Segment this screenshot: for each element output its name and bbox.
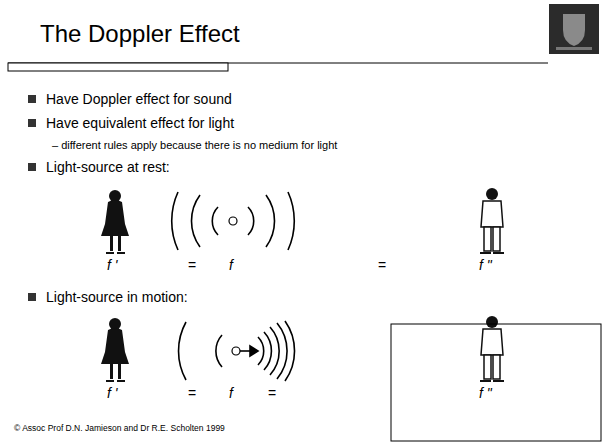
bullet-square xyxy=(28,95,36,103)
crest-shield xyxy=(563,14,585,46)
man-figure xyxy=(480,188,504,254)
bullet-square xyxy=(28,163,36,171)
woman-figure xyxy=(101,190,129,254)
man-figure xyxy=(480,316,504,382)
frequency-label: f " xyxy=(479,257,492,273)
bullet-square xyxy=(28,119,36,127)
frequency-label: f ' xyxy=(107,385,117,401)
equals-sign: = xyxy=(188,385,196,401)
sub-bullet-text: – different rules apply because there is… xyxy=(52,139,337,152)
bullet-text: Have Doppler effect for sound xyxy=(46,91,232,107)
bullet-text: Light-source at rest: xyxy=(46,159,170,175)
bullet-text: Have equivalent effect for light xyxy=(46,115,234,131)
crest-text xyxy=(556,47,592,50)
overlay-frame xyxy=(391,324,601,441)
bullet-square xyxy=(28,293,36,301)
frequency-label: f xyxy=(229,385,233,401)
title-bar xyxy=(8,63,228,71)
bullet-text: Light-source in motion: xyxy=(46,289,188,305)
wavefronts-in-motion xyxy=(179,321,295,381)
frequency-label: f xyxy=(229,257,233,273)
frequency-label: f ' xyxy=(107,257,117,273)
frequency-label: f " xyxy=(479,385,492,401)
equals-sign: = xyxy=(268,385,276,401)
copyright-footer: © Assoc Prof D.N. Jamieson and Dr R.E. S… xyxy=(14,424,225,434)
slide-title: The Doppler Effect xyxy=(40,20,240,48)
crest-logo xyxy=(549,4,599,54)
equals-sign: = xyxy=(378,257,386,273)
wavefronts-at-rest xyxy=(172,192,295,250)
equals-sign: = xyxy=(188,257,196,273)
woman-figure xyxy=(101,318,129,382)
